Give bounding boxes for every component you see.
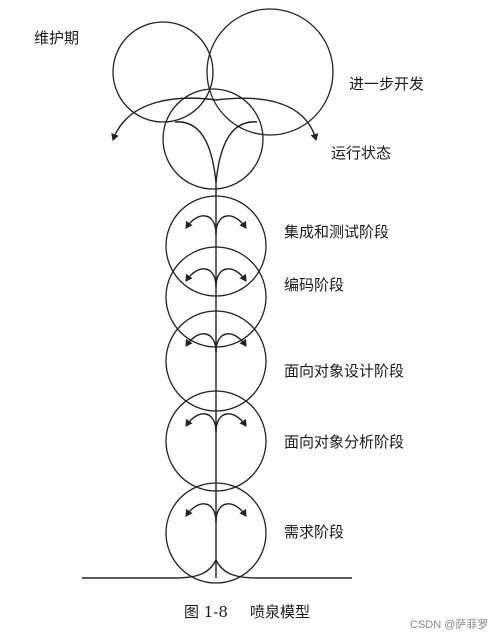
coding-right-arrow (215, 268, 247, 288)
oo-analysis-left-arrow (185, 413, 217, 433)
label-further-development: 进一步开发 (349, 75, 424, 93)
label-oo-analysis: 面向对象分析阶段 (284, 433, 404, 451)
figure-number: 图 1-8 (184, 603, 228, 621)
base-line (82, 558, 352, 579)
label-coding: 编码阶段 (284, 276, 344, 294)
integration-right-arrow (215, 215, 247, 235)
coding-left-arrow (185, 268, 217, 288)
oo-design-left-arrow (185, 333, 217, 353)
maintenance-arrow (111, 97, 217, 141)
phase-arrows (185, 215, 247, 523)
label-oo-design: 面向对象设计阶段 (284, 362, 404, 380)
oo-analysis-right-arrow (215, 413, 247, 433)
figure-title: 喷泉模型 (250, 603, 310, 621)
label-operation-state: 运行状态 (331, 144, 391, 162)
operation-circle (162, 88, 264, 190)
label-integration-test: 集成和测试阶段 (284, 223, 389, 241)
inner-curve-right (215, 121, 258, 184)
requirements-left-arrow (185, 503, 217, 523)
integration-left-arrow (185, 215, 217, 235)
further-development-circle (206, 8, 334, 136)
label-maintenance: 维护期 (34, 29, 79, 47)
requirements-right-arrow (215, 503, 247, 523)
inner-curve-left (174, 121, 217, 184)
maintenance-circle (112, 21, 214, 123)
label-requirements: 需求阶段 (284, 523, 344, 541)
operation-arrow (215, 97, 319, 141)
watermark: CSDN @萨菲罗 (410, 618, 488, 631)
oo-design-right-arrow (215, 333, 247, 353)
